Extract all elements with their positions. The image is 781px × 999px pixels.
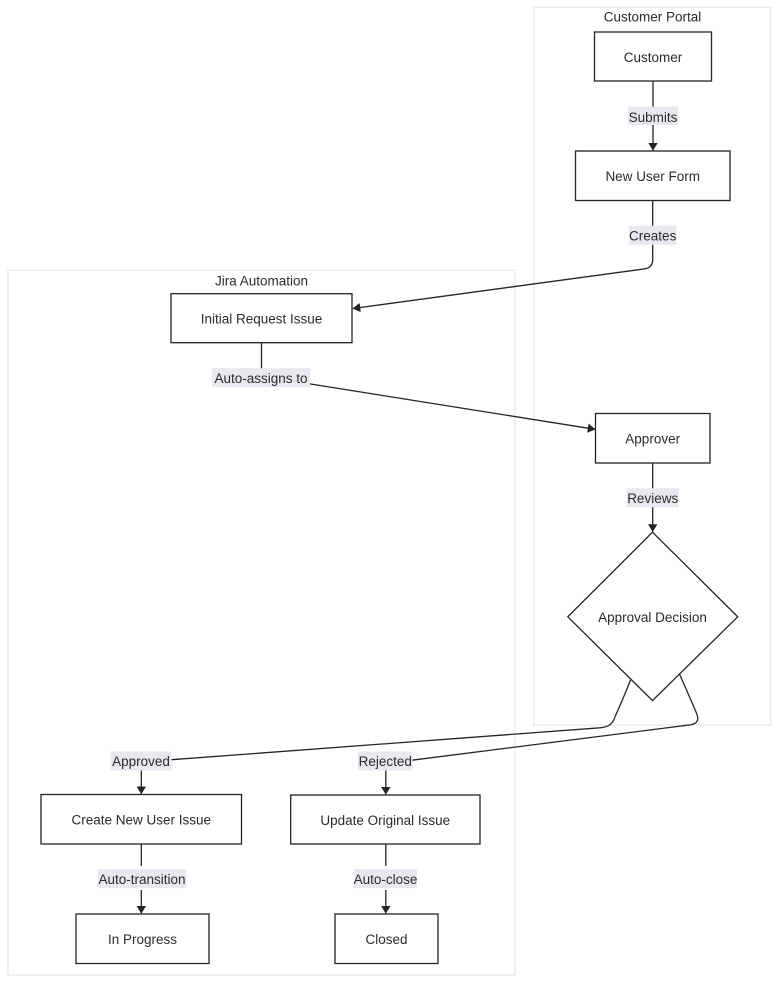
svg-text:Create New User Issue: Create New User Issue (72, 813, 212, 828)
svg-text:New User Form: New User Form (605, 169, 700, 184)
svg-text:Auto-assigns to: Auto-assigns to (214, 371, 307, 386)
svg-text:Update Original Issue: Update Original Issue (320, 813, 450, 828)
svg-text:Auto-close: Auto-close (354, 872, 418, 887)
svg-text:Customer Portal: Customer Portal (604, 9, 702, 24)
svg-text:Jira Automation: Jira Automation (215, 274, 308, 289)
svg-text:Creates: Creates (629, 228, 677, 243)
svg-text:In Progress: In Progress (108, 932, 177, 947)
svg-text:Approval Decision: Approval Decision (598, 610, 707, 625)
svg-text:Approver: Approver (625, 432, 680, 447)
svg-text:Reviews: Reviews (627, 491, 678, 506)
svg-text:Closed: Closed (365, 932, 407, 947)
svg-text:Customer: Customer (624, 50, 683, 65)
svg-text:Submits: Submits (629, 110, 678, 125)
svg-text:Initial Request Issue: Initial Request Issue (201, 312, 323, 327)
svg-text:Approved: Approved (112, 754, 170, 769)
svg-text:Auto-transition: Auto-transition (98, 872, 185, 887)
svg-text:Rejected: Rejected (359, 754, 412, 769)
